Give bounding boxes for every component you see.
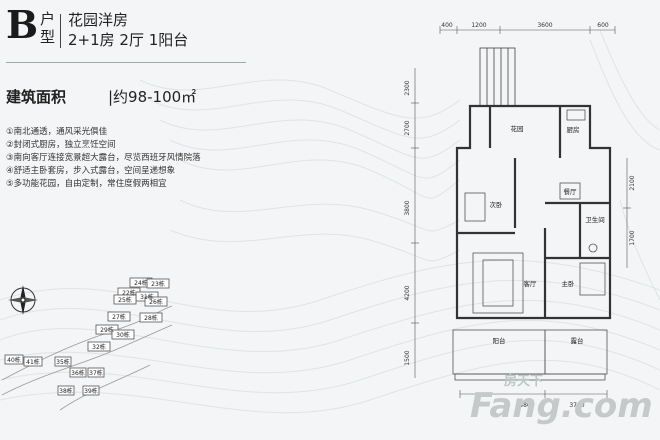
feature-item: ④舒适主卧套房，步入式露台，空间呈递想象	[6, 166, 176, 176]
feature-item: ①南北通透，通风采光俱佳	[6, 127, 108, 137]
building-label: 35栋	[56, 358, 70, 366]
dim-top: 600	[597, 22, 609, 29]
room-label: 卫生间	[585, 215, 605, 224]
building-label: 28栋	[144, 314, 158, 322]
dim-top: 1200	[471, 22, 486, 29]
building-label: 31栋	[140, 293, 154, 301]
room-label: 花园	[511, 124, 524, 133]
dim-top: 400	[441, 22, 453, 29]
unit-type-letter: B	[6, 2, 39, 47]
header-rule	[6, 62, 246, 63]
dim-left: 2300	[404, 80, 411, 95]
building-label: 26栋	[149, 298, 163, 306]
room-label: 次卧	[490, 200, 504, 209]
watermark-logo: Fang.com	[470, 386, 653, 426]
feature-item: ②封闭式厨房，独立烹饪空间	[6, 140, 116, 150]
building-label: 36栋	[71, 369, 85, 377]
building-label: 30栋	[116, 331, 130, 339]
dim-right: 2100	[629, 175, 635, 190]
header-divider	[60, 14, 61, 48]
building-label: 32栋	[92, 343, 106, 351]
room-label: 阳台	[493, 336, 506, 345]
building-label: 38栋	[59, 387, 73, 395]
room-label: 餐厅	[564, 187, 578, 196]
building-label: 37栋	[89, 369, 103, 377]
watermark-top: 房天下	[504, 374, 544, 389]
feature-item: ③南向客厅连接宽景超大露台，尽览西班牙风情院落	[6, 153, 201, 163]
building-label: 25栋	[118, 296, 132, 304]
area-label: 建筑面积	[6, 88, 67, 106]
building-label: 41栋	[26, 358, 40, 366]
area-value: |约98-100㎡	[108, 88, 197, 106]
room-label: 厨房	[567, 125, 580, 134]
dim-right: 1700	[629, 230, 635, 245]
dim-left: 4200	[404, 285, 411, 300]
building-label: 22栋	[122, 289, 136, 297]
room-label: 主卧	[562, 279, 576, 288]
floor-plan: 400 1200 3600 600 4800 3710 2300 2700 38…	[404, 22, 635, 409]
building-label: 23栋	[151, 280, 165, 288]
unit-layout: 2+1房 2厅 1阳台	[68, 31, 189, 49]
dim-bottom: 3710	[569, 402, 584, 409]
building-label: 27栋	[112, 313, 126, 321]
dim-top: 3600	[537, 22, 552, 29]
feature-item: ⑤多功能花园，自由定制，常住度假两相宜	[6, 179, 167, 189]
unit-type-suffix: 户型	[40, 10, 56, 46]
unit-type-name: 花园洋房	[68, 11, 129, 29]
dim-bottom: 4800	[519, 402, 534, 409]
site-map: 24栋 23栋 22栋 25栋 26栋 27栋 28栋 29栋 30栋 31栋 …	[1, 277, 173, 411]
building-label: 24栋	[134, 279, 148, 287]
dim-left: 2700	[404, 120, 411, 135]
dim-left: 3800	[404, 200, 411, 215]
dim-left: 1500	[404, 350, 411, 365]
building-label: 40栋	[7, 356, 21, 364]
compass-icon	[8, 285, 38, 315]
room-label: 客厅	[524, 279, 538, 288]
building-label: 39栋	[84, 387, 98, 395]
building-label: 29栋	[100, 326, 114, 334]
room-label: 露台	[571, 336, 584, 345]
